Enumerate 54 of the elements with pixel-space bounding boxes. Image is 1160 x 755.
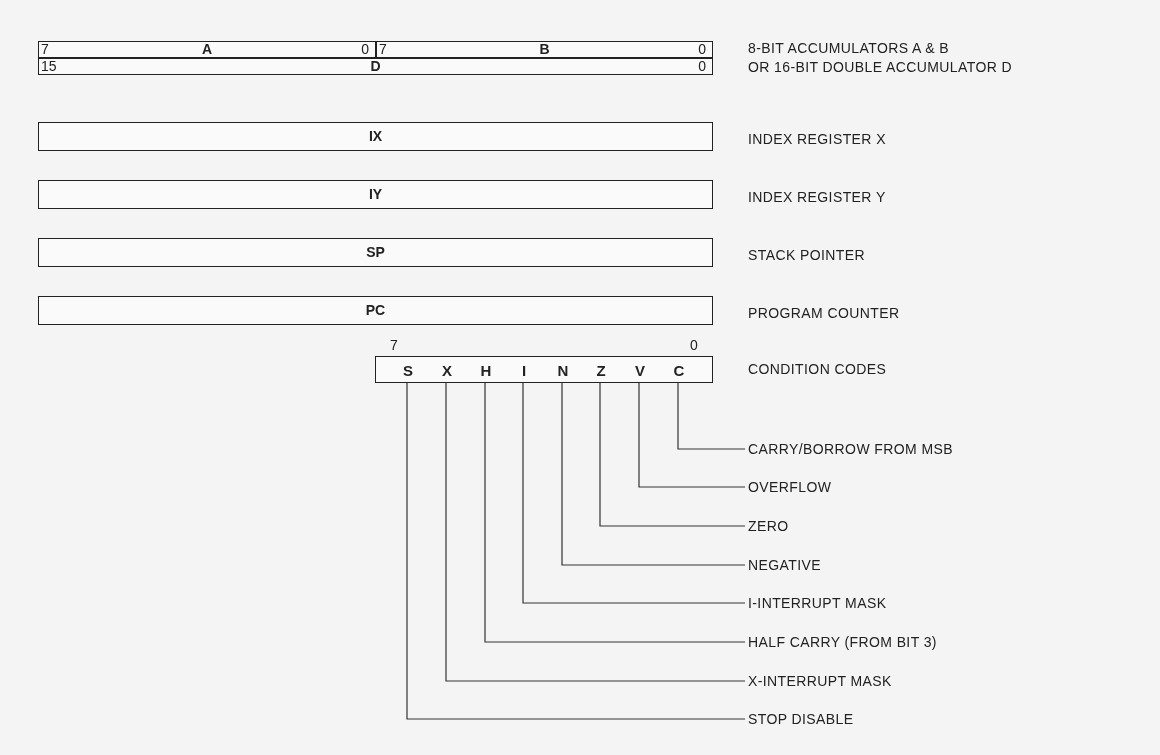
- flag-bit: S: [396, 357, 420, 384]
- flag-description: NEGATIVE: [748, 557, 821, 573]
- flag-description: STOP DISABLE: [748, 711, 854, 727]
- register-name: SP: [366, 244, 385, 261]
- flag-bit: V: [628, 357, 652, 384]
- flag-bit: N: [551, 357, 575, 384]
- flag-description: HALF CARRY (FROM BIT 3): [748, 634, 937, 650]
- flag-description: ZERO: [748, 518, 789, 534]
- leader-line: [522, 382, 746, 604]
- register-description: 8-BIT ACCUMULATORS A & B: [748, 40, 949, 56]
- register-description: CONDITION CODES: [748, 361, 887, 377]
- register-box: [38, 180, 713, 209]
- leader-line: [484, 382, 746, 643]
- flag-description: X-INTERRUPT MASK: [748, 673, 892, 689]
- flag-bit: H: [474, 357, 498, 384]
- register-box: [38, 41, 376, 58]
- register-box: [38, 238, 713, 267]
- bit-number: 7: [41, 41, 49, 58]
- register-name: B: [539, 41, 550, 58]
- register-description: INDEX REGISTER Y: [748, 189, 886, 205]
- register-description: STACK POINTER: [748, 247, 865, 263]
- flag-description: CARRY/BORROW FROM MSB: [748, 441, 953, 457]
- bit-number: 0: [698, 58, 706, 75]
- bit-number: 7: [379, 41, 387, 58]
- condition-code-register: [375, 356, 713, 383]
- register-name: IY: [368, 186, 383, 203]
- leader-line: [677, 382, 746, 450]
- leader-line: [406, 382, 746, 720]
- register-box: [376, 41, 713, 58]
- register-name: PC: [365, 302, 386, 319]
- register-name: A: [201, 41, 213, 58]
- leader-line: [561, 382, 746, 566]
- bit-number: 15: [41, 58, 57, 75]
- bit-number: 0: [690, 337, 698, 353]
- flag-bit: C: [667, 357, 691, 384]
- register-description: OR 16-BIT DOUBLE ACCUMULATOR D: [748, 59, 1013, 75]
- flag-bit: I: [512, 357, 536, 384]
- register-name: IX: [368, 128, 383, 145]
- bit-number: 0: [361, 41, 369, 58]
- leader-line: [638, 382, 746, 488]
- register-description: INDEX REGISTER X: [748, 131, 886, 147]
- bit-number: 7: [390, 337, 398, 353]
- register-box: [38, 122, 713, 151]
- register-box: [38, 296, 713, 325]
- bit-number: 0: [698, 41, 706, 58]
- flag-bit: Z: [589, 357, 613, 384]
- register-description: PROGRAM COUNTER: [748, 305, 900, 321]
- flag-bit: X: [435, 357, 459, 384]
- leader-line: [599, 382, 746, 527]
- register-name: D: [370, 58, 381, 75]
- flag-description: I-INTERRUPT MASK: [748, 595, 887, 611]
- leader-line: [445, 382, 746, 682]
- register-box: [38, 58, 713, 75]
- flag-description: OVERFLOW: [748, 479, 832, 495]
